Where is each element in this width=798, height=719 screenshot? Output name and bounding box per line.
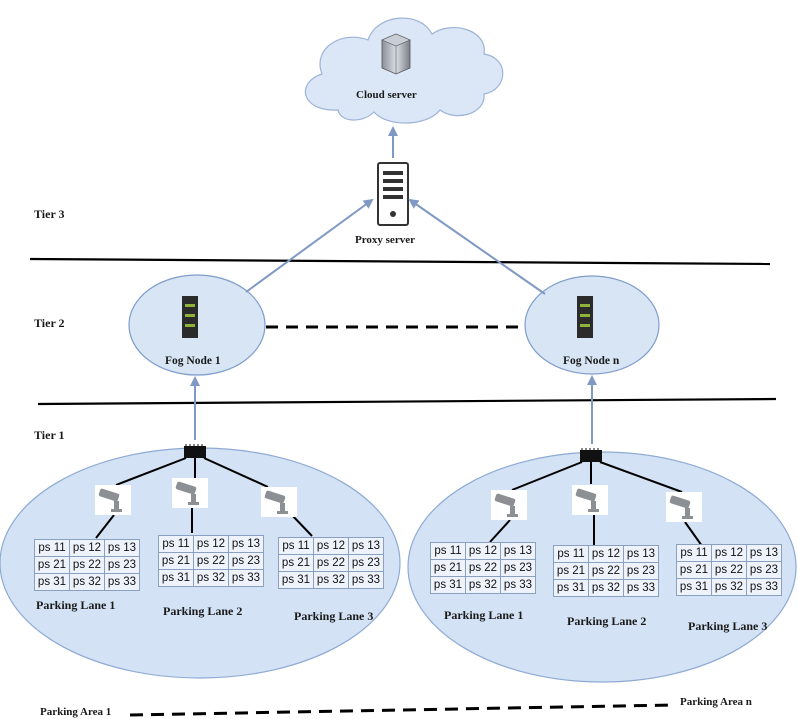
cloud-server-label: Cloud server — [356, 89, 417, 101]
proxy-server-icon — [377, 162, 409, 226]
slot-cell: ps 11 — [430, 542, 466, 560]
slot-cell: ps 23 — [104, 556, 140, 574]
slot-cell: ps 21 — [158, 552, 194, 570]
slot-cell: ps 11 — [553, 545, 589, 563]
slot-cell: ps 11 — [676, 544, 712, 562]
tier-separator-bottom — [37, 397, 777, 406]
tier-3-label: Tier 3 — [34, 207, 65, 221]
camera-icon-area1-lane3 — [261, 487, 297, 517]
slot-cell: ps 22 — [193, 552, 229, 570]
slot-cell: ps 13 — [348, 537, 384, 555]
slot-cell: ps 22 — [465, 559, 501, 577]
slot-cell: ps 22 — [711, 561, 747, 579]
slot-cell: ps 22 — [313, 554, 349, 572]
slot-cell: ps 22 — [69, 556, 105, 574]
lane-label-area1-lane1: Parking Lane 1 — [36, 598, 116, 612]
slot-cell: ps 11 — [158, 535, 194, 553]
slot-cell: ps 32 — [711, 578, 747, 596]
slot-cell: ps 12 — [193, 535, 229, 553]
proxy-server-label: Proxy server — [355, 234, 415, 246]
slot-cell: ps 23 — [228, 552, 264, 570]
tier-separator-top — [29, 257, 771, 266]
slot-cell: ps 23 — [746, 561, 782, 579]
slot-cell: ps 12 — [313, 537, 349, 555]
slot-cell: ps 13 — [623, 545, 659, 563]
slot-cell: ps 32 — [193, 569, 229, 587]
slot-cell: ps 13 — [104, 539, 140, 557]
slot-cell: ps 32 — [313, 571, 349, 589]
tier-2-label: Tier 2 — [34, 316, 65, 330]
slot-cell: ps 23 — [500, 559, 536, 577]
fog-server-icon-1 — [182, 296, 198, 338]
camera-icon-arean-lane2 — [572, 485, 608, 515]
hub-icon-area-n — [580, 448, 602, 462]
slot-cell: ps 33 — [104, 573, 140, 591]
parking-area-1-label: Parking Area 1 — [40, 706, 112, 718]
fog-server-icon-n — [577, 296, 593, 338]
lane-label-arean-lane2: Parking Lane 2 — [567, 614, 647, 628]
lane-label-area1-lane2: Parking Lane 2 — [163, 604, 243, 618]
parking-areas-dashed-link — [129, 703, 673, 717]
hub-icon-area-1 — [184, 444, 206, 458]
camera-icon-arean-lane1 — [491, 490, 527, 520]
slot-cell: ps 13 — [500, 542, 536, 560]
slot-cell: ps 12 — [69, 539, 105, 557]
slot-cell: ps 21 — [676, 561, 712, 579]
arrow-fog1-to-proxy — [245, 198, 374, 293]
slot-cell: ps 32 — [465, 576, 501, 594]
slot-cell: ps 12 — [465, 542, 501, 560]
slot-cell: ps 11 — [278, 537, 314, 555]
slot-cell: ps 33 — [228, 569, 264, 587]
slot-cell: ps 33 — [348, 571, 384, 589]
lane-label-area1-lane3: Parking Lane 3 — [294, 609, 374, 623]
cloud-server-icon — [381, 33, 411, 75]
slot-cell: ps 21 — [278, 554, 314, 572]
slot-cell: ps 22 — [588, 562, 624, 580]
slot-cell: ps 31 — [430, 576, 466, 594]
slot-cell: ps 31 — [158, 569, 194, 587]
lane-label-arean-lane3: Parking Lane 3 — [688, 619, 768, 633]
slot-cell: ps 11 — [34, 539, 70, 557]
slot-cell: ps 23 — [348, 554, 384, 572]
slot-cell: ps 31 — [34, 573, 70, 591]
slot-cell: ps 31 — [278, 571, 314, 589]
slot-cell: ps 31 — [676, 578, 712, 596]
fog-node-n-label: Fog Node n — [563, 355, 620, 367]
camera-icon-area1-lane2 — [172, 478, 208, 508]
camera-icon-area1-lane1 — [95, 485, 131, 515]
slot-cell: ps 13 — [746, 544, 782, 562]
slot-cell: ps 12 — [711, 544, 747, 562]
camera-icon-arean-lane3 — [666, 492, 702, 522]
slot-cell: ps 32 — [69, 573, 105, 591]
lane-label-arean-lane1: Parking Lane 1 — [444, 608, 524, 622]
slot-cell: ps 21 — [430, 559, 466, 577]
fog-node-1-label: Fog Node 1 — [165, 355, 221, 367]
slot-cell: ps 33 — [500, 576, 536, 594]
slot-cell: ps 32 — [588, 579, 624, 597]
tier-1-label: Tier 1 — [34, 428, 65, 442]
slot-cell: ps 21 — [553, 562, 589, 580]
slot-cell: ps 33 — [746, 578, 782, 596]
slot-cell: ps 13 — [228, 535, 264, 553]
slot-cell: ps 12 — [588, 545, 624, 563]
slot-cell: ps 33 — [623, 579, 659, 597]
slot-cell: ps 23 — [623, 562, 659, 580]
slot-cell: ps 31 — [553, 579, 589, 597]
arrow-fogn-to-proxy — [408, 198, 546, 295]
slot-cell: ps 21 — [34, 556, 70, 574]
parking-area-n-label: Parking Area n — [680, 696, 752, 708]
